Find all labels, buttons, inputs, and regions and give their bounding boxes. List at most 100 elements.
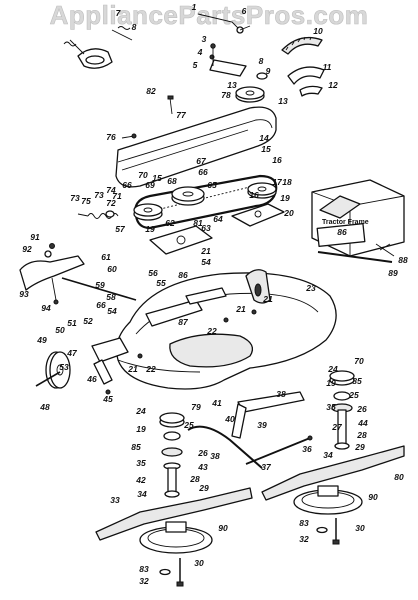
callout-c79: 79: [191, 402, 201, 412]
part-17-pulley[interactable]: [247, 182, 277, 199]
callout-c69: 69: [145, 180, 155, 190]
part-11-bracket[interactable]: [287, 66, 325, 97]
right-spindle-assembly[interactable]: [329, 370, 355, 450]
part-37-rod[interactable]: [245, 435, 313, 465]
part-87-deck-bracket[interactable]: [145, 287, 227, 327]
callout-c46: 46: [86, 374, 97, 384]
part-10-belt-guard[interactable]: [281, 36, 323, 55]
callout-c77: 77: [176, 110, 187, 120]
callout-c86b: 86: [337, 227, 347, 237]
callout-c19c: 19: [326, 378, 336, 388]
left-spindle-assembly[interactable]: [159, 412, 185, 498]
part-66-rod[interactable]: [61, 277, 137, 301]
part-65-pulley[interactable]: [171, 186, 205, 206]
part-80-right-blade[interactable]: [261, 445, 405, 501]
part-9-nut[interactable]: [256, 72, 268, 80]
callout-c26b: 26: [197, 448, 208, 458]
part-deck-fin[interactable]: [245, 269, 271, 304]
callout-c10: 10: [313, 26, 323, 36]
callout-c29b: 29: [198, 483, 209, 493]
callout-c67: 67: [196, 156, 207, 166]
callout-c85b: 85: [131, 442, 141, 452]
part-74-spring[interactable]: [77, 210, 119, 219]
callout-c16a: 16: [272, 155, 282, 165]
callout-c51: 51: [67, 318, 77, 328]
part-90-right-blade-adapter[interactable]: [293, 485, 363, 515]
callout-c76: 76: [106, 132, 116, 142]
callout-c59: 59: [95, 280, 105, 290]
part-5-bracket[interactable]: [209, 43, 247, 77]
callout-c62: 62: [165, 218, 175, 228]
callout-c28b: 28: [189, 474, 200, 484]
part-1-rod[interactable]: [197, 13, 251, 34]
callout-c24a: 24: [327, 364, 338, 374]
part-48-axle-bolt[interactable]: [35, 371, 61, 387]
callout-c16b: 16: [249, 190, 259, 200]
part-77-belt-cover[interactable]: [115, 106, 277, 188]
part-49-gauge-wheel[interactable]: [45, 351, 71, 389]
callout-c34b: 34: [137, 489, 147, 499]
callout-c87: 87: [178, 317, 189, 327]
callout-c73a: 73: [94, 190, 104, 200]
callout-c5: 5: [193, 60, 198, 70]
callout-c45: 45: [102, 394, 113, 404]
callout-c72: 72: [106, 198, 116, 208]
part-76-bolt[interactable]: [121, 133, 137, 139]
part-23-mower-deck[interactable]: [115, 272, 337, 390]
part-30-left-bolt[interactable]: [159, 558, 184, 587]
callout-c58: 58: [106, 292, 116, 302]
callout-c18: 18: [282, 177, 292, 187]
callout-c89: 89: [388, 268, 398, 278]
callout-c30a: 30: [355, 523, 365, 533]
callout-c82: 82: [146, 86, 156, 96]
callout-c43: 43: [197, 462, 208, 472]
callout-c21a: 21: [200, 246, 211, 256]
callout-c22b: 22: [145, 364, 156, 374]
callout-c55: 55: [156, 278, 166, 288]
callout-c13b: 13: [278, 96, 288, 106]
part-33-left-blade[interactable]: [95, 487, 253, 541]
callout-c57: 57: [115, 224, 126, 234]
callout-c7: 7: [116, 8, 122, 18]
callout-c83b: 83: [139, 564, 149, 574]
part-8-bracket[interactable]: [63, 26, 133, 69]
callout-c65: 65: [207, 180, 217, 190]
callout-c56: 56: [148, 268, 158, 278]
callout-c49: 49: [36, 335, 47, 345]
part-30-right-bolt[interactable]: [316, 518, 340, 545]
part-78-idler-pulley[interactable]: [235, 86, 265, 103]
callout-c19a: 19: [280, 193, 290, 203]
callout-c66c: 66: [96, 300, 106, 310]
callout-c37: 37: [261, 462, 272, 472]
watermark-text: AppliancePartsPros.com: [50, 0, 369, 30]
callout-c12: 12: [328, 80, 338, 90]
callout-c78: 78: [221, 90, 231, 100]
callout-c35b: 35: [136, 458, 146, 468]
part-82-bolt[interactable]: [167, 95, 174, 115]
part-20-idler-arm[interactable]: [231, 203, 285, 227]
callout-c15: 15: [261, 144, 271, 154]
callout-c3: 3: [202, 34, 207, 44]
callout-c32b: 32: [139, 576, 149, 586]
callout-c19b: 19: [145, 224, 155, 234]
callout-c80: 80: [394, 472, 404, 482]
part-93-lift-arm[interactable]: [19, 243, 85, 305]
part-52-wheel-bracket[interactable]: [91, 337, 129, 395]
part-66-pulley[interactable]: [133, 203, 163, 221]
callout-c68: 68: [167, 176, 177, 186]
part-39-lift-link[interactable]: [231, 391, 305, 439]
inset-label-tractor-frame: Tractor Frame: [322, 219, 369, 226]
callout-c70b: 70: [354, 356, 364, 366]
callout-c44: 44: [357, 418, 368, 428]
callout-c90b: 90: [218, 523, 228, 533]
part-64-plate[interactable]: [149, 225, 213, 255]
callout-c70: 70: [138, 170, 148, 180]
part-38-link-rod[interactable]: [187, 425, 263, 469]
callout-c24b: 24: [135, 406, 146, 416]
callout-c25a: 25: [348, 390, 359, 400]
part-90-left-blade-adapter[interactable]: [139, 521, 213, 554]
callout-c8b: 8: [259, 56, 264, 66]
callout-c83a: 83: [299, 518, 309, 528]
part-21-stud[interactable]: [137, 309, 257, 359]
callout-c22a: 22: [206, 326, 217, 336]
